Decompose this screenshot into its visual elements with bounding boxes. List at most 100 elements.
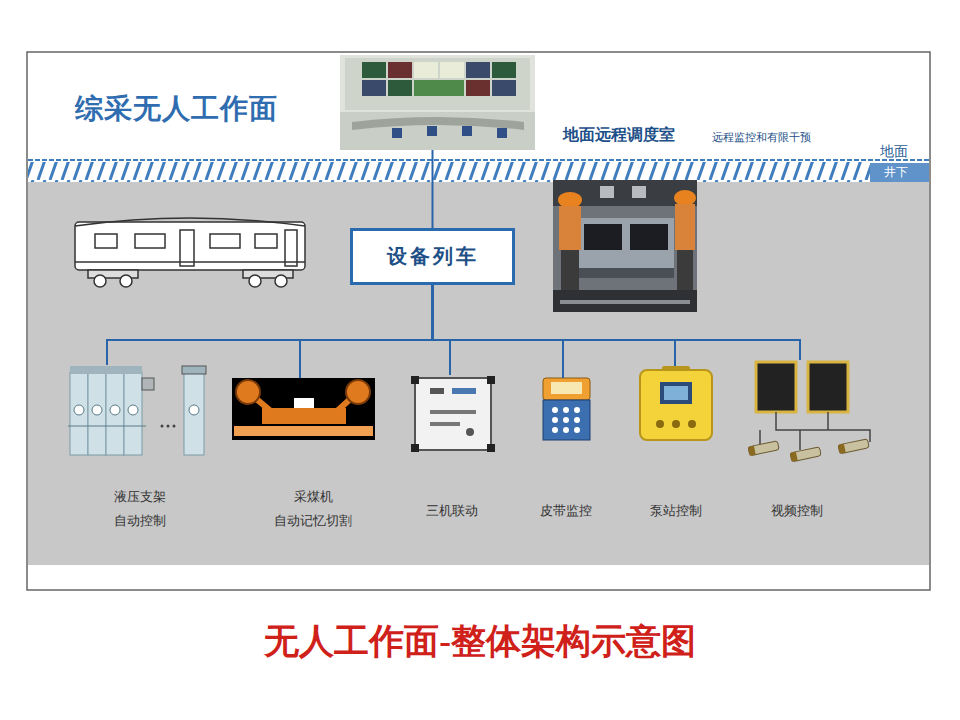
device-caption: 视频控制 xyxy=(771,499,823,523)
shearer-picture xyxy=(232,378,375,440)
belt-monitor-picture-part xyxy=(563,427,569,433)
level-label: 地面 xyxy=(880,143,908,161)
pump-station-picture xyxy=(640,366,712,440)
hydraulic-support-picture-part xyxy=(74,405,84,415)
pump-station-picture-part xyxy=(656,420,664,428)
shearer-picture-part xyxy=(346,380,370,404)
workers-picture-part xyxy=(632,186,646,198)
hydraulic-support-picture-part xyxy=(189,405,199,415)
train-drawing-part xyxy=(249,275,261,287)
video-picture-part-part xyxy=(790,447,821,462)
train-drawing-part xyxy=(95,234,117,248)
connector-line xyxy=(300,285,433,378)
diagram-title: 综采无人工作面 xyxy=(75,90,278,128)
coordination-box-picture-part xyxy=(430,410,476,414)
hydraulic-support-picture-part xyxy=(110,405,120,415)
workers-picture-part xyxy=(584,224,622,250)
hydraulic-support-picture-part xyxy=(142,378,154,390)
hydraulic-support-picture-part xyxy=(182,366,206,374)
belt-monitor-picture-part xyxy=(551,382,582,394)
coordination-box-picture-part xyxy=(487,376,495,384)
level-label: 井下 xyxy=(884,164,908,181)
workers-picture-part xyxy=(553,180,697,312)
control-room-photo-part xyxy=(466,80,490,96)
control-room-photo-part xyxy=(340,112,535,150)
workers-picture-part xyxy=(553,290,697,312)
video-picture-part xyxy=(808,362,848,412)
workers-picture-part xyxy=(600,186,614,198)
control-room-photo-part xyxy=(497,128,507,138)
workers-picture-part xyxy=(630,224,668,250)
train-drawing-part xyxy=(75,218,305,226)
room-heading: 地面远程调度室 xyxy=(563,125,675,146)
device-node: 皮带监控 xyxy=(543,378,590,440)
hydraulic-support-picture-part xyxy=(124,372,142,455)
video-picture-part xyxy=(756,362,796,412)
belt-monitor-picture-part xyxy=(574,417,580,423)
hydraulic-support-picture-part xyxy=(128,405,138,415)
workers-picture-part xyxy=(674,190,696,206)
video-picture-part xyxy=(790,447,821,462)
pump-station-picture-part xyxy=(672,420,680,428)
coordination-box-picture-part xyxy=(415,378,491,450)
video-picture-part-part xyxy=(748,446,756,456)
belt-monitor-picture-part xyxy=(552,417,558,423)
hydraulic-support-picture-part xyxy=(88,372,106,455)
control-room-photo xyxy=(340,55,535,150)
frame-part xyxy=(27,52,930,590)
video-picture-part xyxy=(838,439,869,454)
process-box: 设备列车 xyxy=(350,228,515,285)
frame-part xyxy=(870,163,929,182)
control-room-photo-part xyxy=(362,80,386,96)
hydraulic-support-picture-part xyxy=(106,372,124,455)
connector-line xyxy=(107,285,433,365)
belt-monitor-picture-part xyxy=(552,407,558,413)
device-node: 采煤机 自动记忆切割 xyxy=(232,378,375,440)
train-drawing-part xyxy=(210,234,240,248)
video-picture xyxy=(748,362,870,462)
train-drawing-part xyxy=(180,230,194,266)
workers-picture-part xyxy=(561,250,579,290)
control-room-photo-part xyxy=(462,126,472,136)
train-drawing xyxy=(75,218,305,287)
workers-picture xyxy=(553,180,697,312)
room-note: 远程监控和有限干预 xyxy=(712,130,811,145)
control-room-node: 地面远程调度室远程监控和有限干预 xyxy=(340,55,535,150)
belt-monitor-picture-part xyxy=(574,427,580,433)
hydraulic-support-picture-part xyxy=(70,366,142,374)
control-room-photo-part xyxy=(362,62,386,78)
control-room-photo-part xyxy=(466,62,490,78)
control-room-photo-part xyxy=(388,80,412,96)
connector-line xyxy=(433,285,564,378)
train-drawing-part xyxy=(120,275,132,287)
coordination-box-picture-part xyxy=(466,428,474,436)
hydraulic-support-picture-part xyxy=(70,372,88,455)
control-room-photo-part xyxy=(345,58,530,110)
belt-monitor-picture-part xyxy=(543,400,590,440)
belt-monitor-picture-part xyxy=(543,378,590,400)
device-caption: 皮带监控 xyxy=(540,499,592,523)
device-caption: 泵站控制 xyxy=(650,499,702,523)
pump-station-picture-part xyxy=(688,420,696,428)
device-node: 液压支架 自动控制 xyxy=(68,365,210,457)
connector-line xyxy=(433,285,801,360)
hydraulic-support-picture-part xyxy=(68,426,146,427)
frame-part xyxy=(28,159,929,161)
train-drawing-part xyxy=(275,275,287,287)
shearer-picture-part xyxy=(294,398,314,408)
coordination-box-picture-part xyxy=(411,444,419,452)
frame-part xyxy=(28,182,929,565)
control-room-photo-part xyxy=(392,128,402,138)
control-room-photo-part xyxy=(388,62,412,78)
coordination-box-picture-part xyxy=(411,376,419,384)
control-room-photo-part xyxy=(427,126,437,136)
box-label: 设备列车 xyxy=(387,243,479,270)
workers-picture-part xyxy=(578,268,674,278)
coordination-box-picture-part xyxy=(452,388,476,394)
coordination-box-picture-part xyxy=(430,388,444,394)
hydraulic-support-picture xyxy=(68,366,206,455)
train-drawing-part xyxy=(94,275,106,287)
connector-line xyxy=(433,285,451,375)
control-room-photo-part xyxy=(414,62,438,78)
device-node: 三机联动 xyxy=(410,375,496,455)
